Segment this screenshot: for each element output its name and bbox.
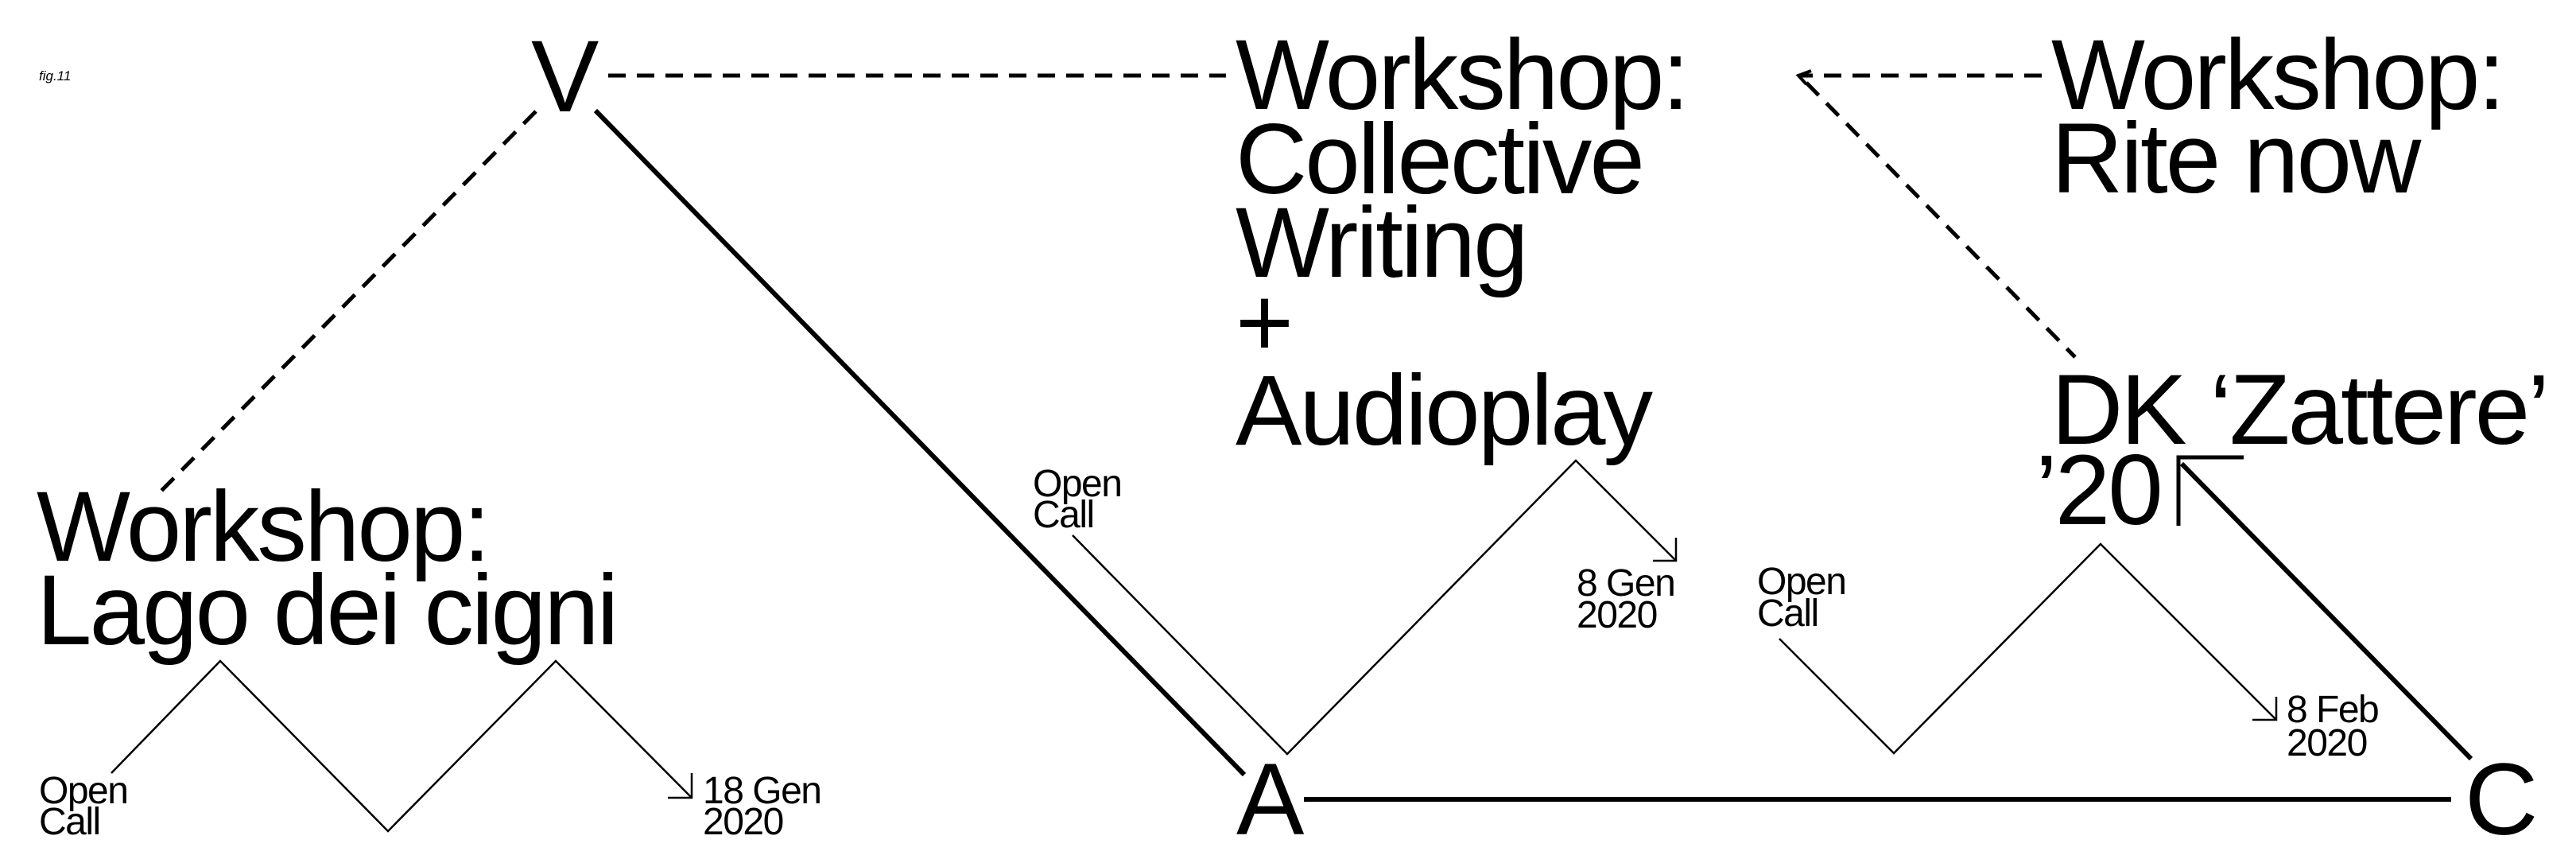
open-call-zattere-2: Call: [1757, 593, 1818, 635]
zigzag-zattere: [1779, 542, 2277, 755]
zigzag-lago: [111, 659, 692, 833]
open-call-collective-1: Open: [1033, 463, 1121, 505]
workshop-rite-title-1: Workshop:: [2051, 20, 2503, 130]
open-call-zattere-1: Open: [1757, 561, 1845, 603]
workshop-rite-title-2: Rite now: [2051, 103, 2422, 214]
node-v: V: [531, 20, 599, 134]
arrow-corner-zattere-date: [2252, 697, 2278, 721]
date-zattere-1: 8 Feb: [2287, 689, 2378, 731]
workshop-collective-title-4: +: [1236, 267, 1291, 378]
connector-v-to-a: [593, 108, 1247, 777]
date-lago-2: 2020: [703, 801, 783, 843]
zattere-title-2: ’20: [2035, 435, 2161, 546]
node-a: A: [1236, 743, 1305, 857]
node-c: C: [2465, 743, 2538, 857]
date-collective-1: 8 Gen: [1577, 562, 1674, 604]
connector-c-to-zattere: [2179, 461, 2473, 761]
dashed-arrowhead: [1795, 69, 1812, 86]
figure-label: fig.11: [39, 68, 71, 84]
open-call-lago-1: Open: [39, 770, 127, 812]
date-zattere-2: 2020: [2287, 722, 2367, 764]
arrow-corner-collective: [1653, 538, 1678, 562]
zattere-title-1: DK ‘Zattere’: [2051, 355, 2547, 465]
arrow-corner-lago: [668, 773, 693, 799]
open-call-lago-2: Call: [39, 801, 100, 843]
workshop-collective-title-5: Audioplay: [1236, 356, 1654, 466]
date-lago-1: 18 Gen: [703, 770, 821, 812]
open-call-collective-2: Call: [1033, 494, 1094, 536]
workshop-lago-title-2: Lago dei cigni: [37, 555, 616, 666]
workshop-collective-title-2: Collective: [1236, 104, 1643, 215]
workshop-collective-title-3: Writing: [1236, 188, 1527, 298]
zigzag-collective: [1072, 459, 1677, 756]
workshop-collective-title-1: Workshop:: [1236, 20, 1687, 130]
dashed-rite-to-zattere: [1805, 81, 2077, 359]
dashed-v-to-lago: [160, 110, 537, 492]
workshop-lago-title-1: Workshop:: [37, 472, 488, 582]
date-collective-2: 2020: [1577, 594, 1657, 636]
arrow-corner-zattere: [2176, 455, 2244, 526]
